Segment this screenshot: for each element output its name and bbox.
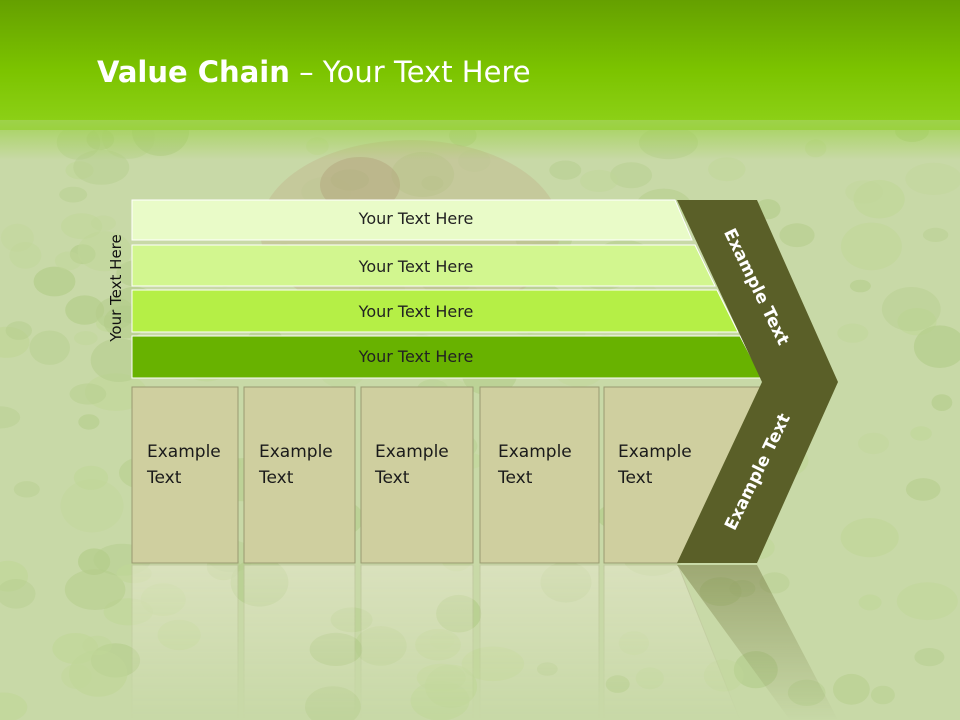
leaf-blob xyxy=(13,481,40,498)
title-rest: – Your Text Here xyxy=(289,55,531,89)
column-5-text: Example Text xyxy=(618,439,692,491)
leaf-blob xyxy=(922,227,949,242)
leaf-blob xyxy=(73,465,109,490)
column-4-text: Example Text xyxy=(498,439,572,491)
column-1-line1: Example xyxy=(147,442,221,462)
leaf-blob xyxy=(833,673,870,705)
title-bar xyxy=(0,0,960,130)
column-1-line2: Text xyxy=(147,468,182,488)
leaf-blob xyxy=(90,215,116,231)
leaf-blob xyxy=(59,186,88,203)
leaf-blob xyxy=(837,323,869,343)
leaf-blob xyxy=(65,295,105,325)
column-2-text: Example Text xyxy=(259,439,333,491)
bar-4-label: Your Text Here xyxy=(358,347,474,366)
leaf-blob xyxy=(905,478,941,501)
leaf-blob xyxy=(910,426,932,441)
bar-2-label: Your Text Here xyxy=(358,257,474,276)
leaf-blob xyxy=(60,479,124,533)
column-4-line2: Text xyxy=(498,468,533,488)
leaf-blob xyxy=(69,383,107,405)
leaf-blob xyxy=(0,692,28,720)
leaf-blob xyxy=(610,162,653,189)
column-4 xyxy=(479,386,600,564)
leaf-blob xyxy=(858,432,889,455)
leaf-blob xyxy=(0,560,28,592)
leaf-blob xyxy=(77,231,132,272)
chevron-arrow xyxy=(677,200,838,563)
leaf-blob xyxy=(84,373,147,411)
bar-3-label: Your Text Here xyxy=(358,302,474,321)
leaf-blob xyxy=(391,152,455,197)
leaf-blob xyxy=(896,582,958,621)
column-1-text: Example Text xyxy=(147,439,221,491)
leaf-blob xyxy=(858,594,882,611)
leaf-blob xyxy=(853,179,905,219)
column-5-line2: Text xyxy=(618,468,653,488)
leaf-blob xyxy=(580,169,618,192)
title-bar-fade xyxy=(0,120,960,160)
leaf-blob xyxy=(0,223,34,252)
column-2-line1: Example xyxy=(259,442,333,462)
leaf-blob xyxy=(74,331,98,346)
leaf-blob xyxy=(0,326,30,358)
leaf-blob xyxy=(78,414,100,430)
bar-1-label: Your Text Here xyxy=(358,209,474,228)
leaf-blob xyxy=(9,242,42,269)
leaf-blob xyxy=(33,266,76,297)
column-2 xyxy=(243,386,356,564)
leaf-blob xyxy=(78,548,111,575)
bar-2 xyxy=(131,244,716,287)
column-3-text: Example Text xyxy=(375,439,449,491)
leaf-blob xyxy=(881,287,941,332)
leaf-blob xyxy=(913,325,960,368)
leaf-blob xyxy=(870,685,895,705)
leaf-blob xyxy=(29,330,70,365)
leaf-blob xyxy=(60,213,103,240)
slide-title: Value Chain – Your Text Here xyxy=(97,55,531,89)
column-3-line2: Text xyxy=(375,468,410,488)
leaf-blob xyxy=(779,223,815,248)
leaf-blob xyxy=(840,222,902,271)
leaf-blob xyxy=(708,157,746,182)
column-3-line1: Example xyxy=(375,442,449,462)
leaf-blob xyxy=(82,635,113,656)
leaf-blob xyxy=(0,406,21,429)
column-2-line2: Text xyxy=(259,468,294,488)
leaf-blob xyxy=(421,175,444,191)
leaf-blob xyxy=(840,518,899,558)
column-4-line1: Example xyxy=(498,442,572,462)
column-1 xyxy=(131,386,239,564)
leaf-blob xyxy=(69,650,128,697)
column-5-line1: Example xyxy=(618,442,692,462)
leaf-blob xyxy=(931,394,953,411)
bar-1 xyxy=(131,199,693,241)
leaf-blob xyxy=(905,162,960,195)
bar-3 xyxy=(131,289,739,333)
title-bold: Value Chain xyxy=(97,55,290,89)
leaf-blob xyxy=(914,648,945,667)
leaf-blob xyxy=(0,579,36,609)
leaf-blob xyxy=(65,161,94,180)
leaf-blob xyxy=(549,160,582,180)
leaf-blob xyxy=(5,321,33,340)
column-3 xyxy=(360,386,474,564)
leaf-blob xyxy=(54,251,82,271)
leaf-blob xyxy=(849,279,871,293)
leaf-blob xyxy=(64,569,126,610)
